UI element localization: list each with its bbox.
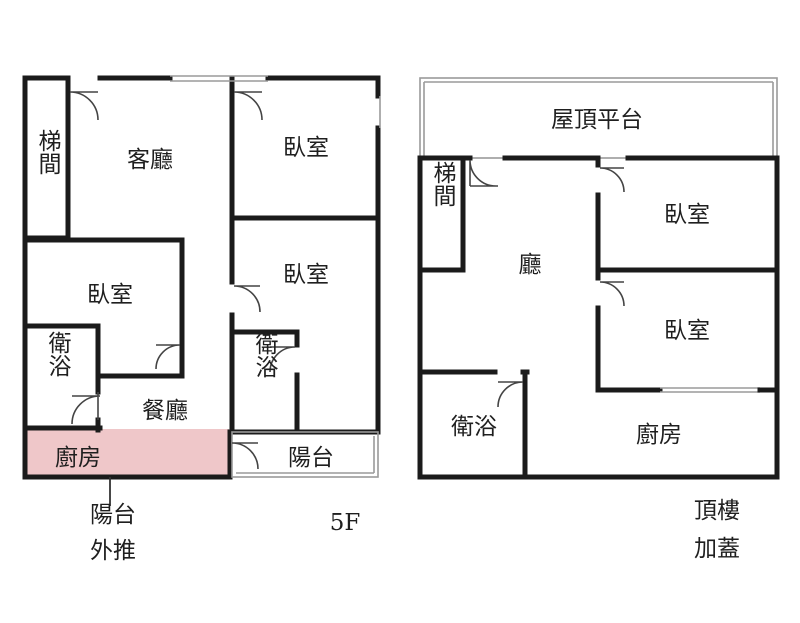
annotation-line-1: 陽台 <box>90 502 136 528</box>
kitchen-highlight <box>27 429 229 476</box>
living-room-label: 客廳 <box>127 147 173 173</box>
kitchen-label-5f: 廚房 <box>55 445 101 471</box>
kitchen-label-roof: 廚房 <box>636 422 682 448</box>
floor-label-roof-line-1: 頂樓 <box>694 498 740 524</box>
floor-label-5f: 5F <box>330 510 361 536</box>
plan-rooftop: 屋頂平台 梯間 廳 臥室 臥室 衛浴 廚房 頂樓 加蓋 <box>417 77 780 562</box>
bath-label-roof: 衛浴 <box>451 414 497 440</box>
bedroom-mid-right-label-5f: 臥室 <box>283 262 329 288</box>
stairwell-label-5f: 梯間 <box>34 129 62 175</box>
floor-label-roof-line-2: 加蓋 <box>694 536 740 562</box>
bedroom-bottom-label-roof: 臥室 <box>664 318 710 344</box>
bath-right-label-5f: 衛浴 <box>251 332 279 378</box>
dining-room-label: 餐廳 <box>142 398 188 424</box>
roof-terrace-label: 屋頂平台 <box>551 107 643 133</box>
annotation-line-2: 外推 <box>90 538 136 564</box>
bedroom-left-label-5f: 臥室 <box>87 282 133 308</box>
stairwell-label-roof: 梯間 <box>429 161 457 207</box>
bath-left-label-5f: 衛浴 <box>44 331 72 377</box>
plan-5f: 梯間 客廳 臥室 臥室 臥室 衛浴 衛浴 餐廳 廚房 陽台 陽台 外推 5F <box>22 75 381 564</box>
balcony-label-5f: 陽台 <box>288 445 334 471</box>
bedroom-top-label-5f: 臥室 <box>283 135 329 161</box>
hall-label-roof: 廳 <box>519 252 542 278</box>
bedroom-top-label-roof: 臥室 <box>664 202 710 228</box>
